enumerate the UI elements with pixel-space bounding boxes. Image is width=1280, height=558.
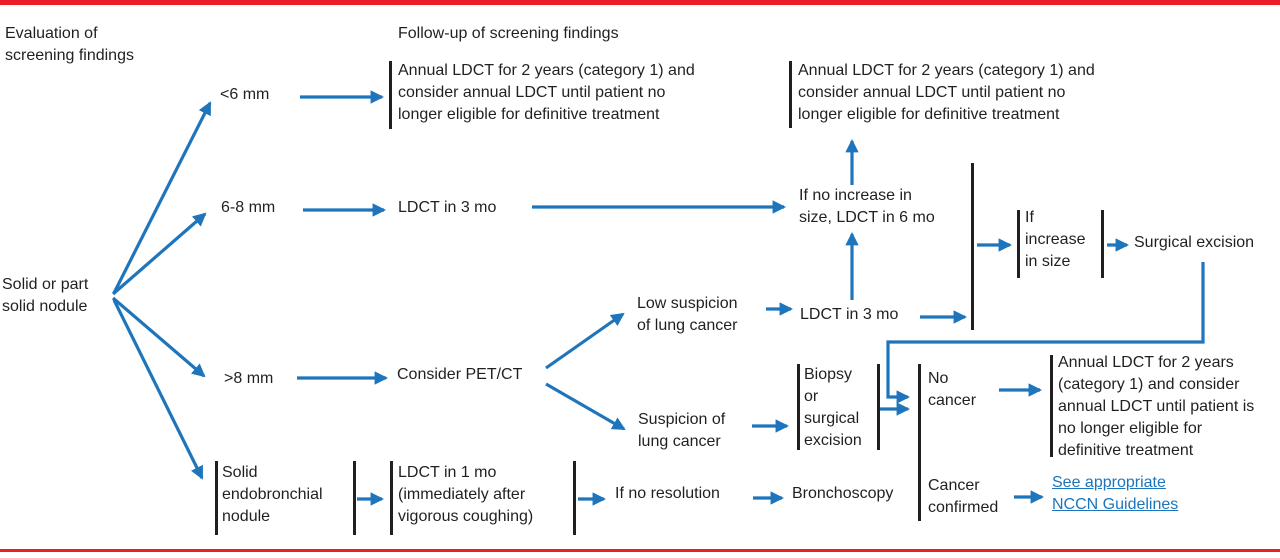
- node-no-increase: If no increase in size, LDCT in 6 mo: [799, 187, 935, 226]
- node-biopsy: Biopsy or surgical excision: [804, 366, 862, 449]
- node-annual-ldct-top: Annual LDCT for 2 years (category 1) and…: [798, 62, 1095, 123]
- node-suspicion: Suspicion of lung cancer: [638, 411, 726, 450]
- arrow-petct-to-suspicion: [545, 382, 626, 431]
- bar-ldct1mo-right: [573, 461, 576, 535]
- node-consider-petct: Consider PET/CT: [397, 366, 523, 383]
- node-low-suspicion: Low suspicion of lung cancer: [637, 295, 738, 334]
- bar-annual-lt6: [389, 61, 392, 129]
- top-red-rule: [0, 0, 1280, 5]
- arrow-root-to-lt6: [112, 101, 212, 294]
- node-ldct-1mo: LDCT in 1 mo (immediately after vigorous…: [398, 464, 534, 525]
- bar-ifincrease-right: [1101, 210, 1104, 278]
- node-size-lt6: <6 mm: [220, 86, 270, 103]
- arrow-root-to-gt8: [111, 296, 206, 378]
- node-surgical-excision: Surgical excision: [1134, 234, 1255, 251]
- node-bronchoscopy: Bronchoscopy: [792, 485, 894, 502]
- node-annual-ldct-right: Annual LDCT for 2 years (category 1) and…: [1058, 354, 1255, 459]
- bar-ifincrease-left: [1017, 210, 1020, 278]
- bar-ldct1mo-left: [390, 461, 393, 535]
- node-cancer-confirmed: Cancer confirmed: [928, 477, 999, 516]
- node-size-gt8: >8 mm: [224, 370, 274, 387]
- node-ldct-3mo-2: LDCT in 3 mo: [800, 306, 899, 323]
- node-no-cancer: No cancer: [928, 370, 977, 409]
- bar-endo-left: [215, 461, 218, 535]
- bar-biopsy-right: [877, 364, 880, 450]
- header-followup: Follow-up of screening findings: [398, 25, 619, 42]
- bar-annual-top: [789, 61, 792, 128]
- node-annual-ldct-lt6: Annual LDCT for 2 years (category 1) and…: [398, 62, 695, 123]
- bar-outcomes: [918, 364, 921, 521]
- node-root: Solid or part solid nodule: [2, 276, 89, 315]
- node-ldct-3mo: LDCT in 3 mo: [398, 199, 497, 216]
- node-endobronchial: Solid endobronchial nodule: [222, 464, 323, 525]
- arrow-petct-to-lowsuspicion: [545, 312, 625, 370]
- arrow-root-to-6-8: [111, 212, 207, 296]
- bar-biopsy-left: [797, 364, 800, 450]
- node-no-resolution: If no resolution: [615, 485, 720, 502]
- nccn-guidelines-link[interactable]: See appropriate NCCN Guidelines: [1052, 474, 1179, 513]
- connector-surgical-to-nocancer: [886, 262, 1205, 404]
- bar-annual-right: [1050, 355, 1053, 457]
- node-size-6-8: 6-8 mm: [221, 199, 276, 216]
- bottom-red-rule: [0, 549, 1280, 552]
- bar-collector: [971, 163, 974, 330]
- bar-endo-right: [353, 461, 356, 535]
- arrow-root-to-endobronchial: [112, 299, 204, 480]
- header-evaluation: Evaluation of screening findings: [5, 25, 134, 64]
- node-if-increase: If increase in size: [1025, 209, 1086, 270]
